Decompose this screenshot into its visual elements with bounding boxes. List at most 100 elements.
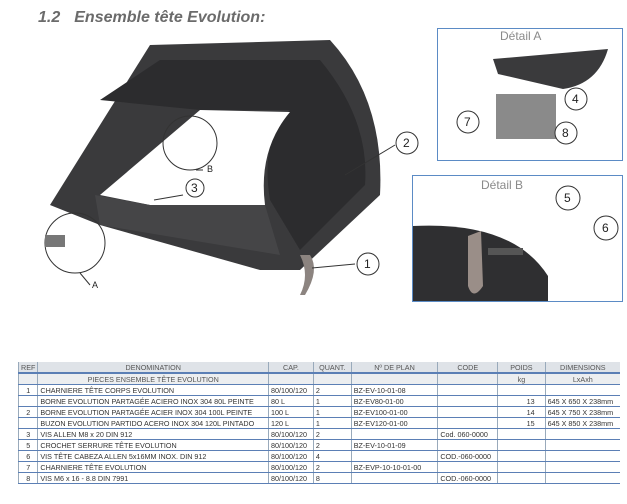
- table-cell: [437, 384, 498, 396]
- column-header: POIDS: [497, 362, 546, 374]
- dim-unit: LxAxh: [544, 373, 620, 385]
- table-cell: [497, 450, 546, 462]
- table-cell: [497, 384, 546, 396]
- table-cell: 2: [312, 384, 352, 396]
- hinge-part: [300, 255, 314, 295]
- table-cell: [544, 472, 620, 484]
- table-cell: 8: [312, 472, 352, 484]
- label-a: A: [92, 280, 99, 290]
- column-header: CODE: [437, 362, 498, 374]
- table-cell: BZ-EV100-01-00: [350, 406, 438, 418]
- table-cell: Cod. 060-0000: [437, 428, 498, 440]
- table-cell: [17, 395, 38, 407]
- callout-6: 6: [602, 221, 609, 235]
- table-cell: [544, 450, 620, 462]
- column-header: REF: [17, 362, 38, 374]
- table-cell: 80/100/120: [268, 472, 314, 484]
- callout-1: 1: [364, 257, 371, 271]
- head-opening: [100, 110, 290, 205]
- table-cell: CHARNIERE TÊTE CORPS EVOLUTION: [37, 384, 269, 396]
- table-cell: [544, 461, 620, 473]
- table-cell: 1: [312, 406, 352, 418]
- table-cell: BZ-EV-10-01-09: [350, 439, 438, 451]
- table-cell: [437, 439, 498, 451]
- table-cell: [497, 472, 546, 484]
- callout-2: 2: [403, 136, 410, 150]
- table-cell: 5: [17, 439, 38, 451]
- callout-3: 3: [191, 181, 198, 195]
- table-cell: [17, 417, 38, 429]
- poids-unit: kg: [497, 373, 546, 385]
- table-cell: 80/100/120: [268, 450, 314, 462]
- table-cell: BORNE EVOLUTION PARTAGÉE ACIER INOX 304 …: [37, 406, 269, 418]
- table-cell: 15: [497, 417, 546, 429]
- table-cell: 80/100/120: [268, 428, 314, 440]
- label-b: B: [207, 164, 214, 174]
- table-cell: [437, 417, 498, 429]
- subheader-row: PIECES ENSEMBLE TÊTE EVOLUTION kg LxAxh: [17, 373, 620, 385]
- table-cell: [350, 428, 438, 440]
- table-cell: [350, 472, 438, 484]
- table-cell: 2: [312, 428, 352, 440]
- table-cell: BZ-EV-10-01-08: [350, 384, 438, 396]
- table-cell: [497, 461, 546, 473]
- table-cell: 645 X 750 X 238mm: [544, 406, 620, 418]
- column-header: CAP.: [268, 362, 314, 374]
- detail-b-box: Détail B 5 6: [412, 175, 623, 302]
- table-row: BORNE EVOLUTION PARTAGÉE ACIERO INOX 304…: [17, 395, 620, 407]
- table-cell: [544, 439, 620, 451]
- table-cell: [350, 450, 438, 462]
- table-cell: 3: [17, 428, 38, 440]
- table-row: BUZON EVOLUTION PARTIDO ACERO INOX 304 1…: [17, 417, 620, 429]
- detail-a-label: Détail A: [500, 29, 542, 43]
- table-cell: COD.-060-0000: [437, 472, 498, 484]
- section-number: 1.2: [38, 9, 61, 26]
- table-cell: 6: [17, 450, 38, 462]
- table-cell: [437, 406, 498, 418]
- table-cell: 1: [312, 395, 352, 407]
- table-cell: 2: [17, 406, 38, 418]
- detail-b-label: Détail B: [481, 178, 524, 192]
- table-cell: BORNE EVOLUTION PARTAGÉE ACIERO INOX 304…: [37, 395, 269, 407]
- table-cell: BZ-EV120-01-00: [350, 417, 438, 429]
- table-cell: [497, 439, 546, 451]
- table-cell: 120 L: [268, 417, 314, 429]
- column-header: DENOMINATION: [37, 362, 269, 374]
- table-cell: 14: [497, 406, 546, 418]
- detail-a-box: Détail A 4 7 8: [437, 28, 623, 161]
- table-cell: VIS M6 x 16 - 8.8 DIN 7991: [37, 472, 269, 484]
- table-cell: BUZON EVOLUTION PARTIDO ACERO INOX 304 1…: [37, 417, 269, 429]
- table-cell: CHARNIERE TÊTE EVOLUTION: [37, 461, 269, 473]
- table-cell: 80/100/120: [268, 384, 314, 396]
- callout-8: 8: [562, 126, 569, 140]
- callout-5: 5: [564, 191, 571, 205]
- section-title: 1.2 Ensemble tête Evolution:: [38, 9, 279, 27]
- table-cell: BZ-EVP-10-10-01-00: [350, 461, 438, 473]
- table-cell: 13: [497, 395, 546, 407]
- column-header: DIMENSIONS: [544, 362, 620, 374]
- table-cell: 8: [17, 472, 38, 484]
- table-cell: BZ-EV80-01-00: [350, 395, 438, 407]
- table-cell: 2: [312, 439, 352, 451]
- table-cell: [437, 461, 498, 473]
- table-cell: 1: [312, 417, 352, 429]
- table-cell: 2: [312, 461, 352, 473]
- table-cell: 4: [312, 450, 352, 462]
- callout-7: 7: [464, 115, 471, 129]
- section-title-text: Ensemble tête Evolution:: [74, 9, 266, 26]
- column-header: Nº DE PLAN: [350, 362, 438, 374]
- table-cell: VIS TÊTE CABEZA ALLEN 5x16MM INOX. DIN 9…: [37, 450, 269, 462]
- assembly-drawing: [44, 40, 419, 295]
- table-cell: [497, 428, 546, 440]
- table-cell: 1: [17, 384, 38, 396]
- table-cell: 80/100/120: [268, 461, 314, 473]
- table-cell: 80 L: [268, 395, 314, 407]
- table-cell: 645 X 850 X 238mm: [544, 417, 620, 429]
